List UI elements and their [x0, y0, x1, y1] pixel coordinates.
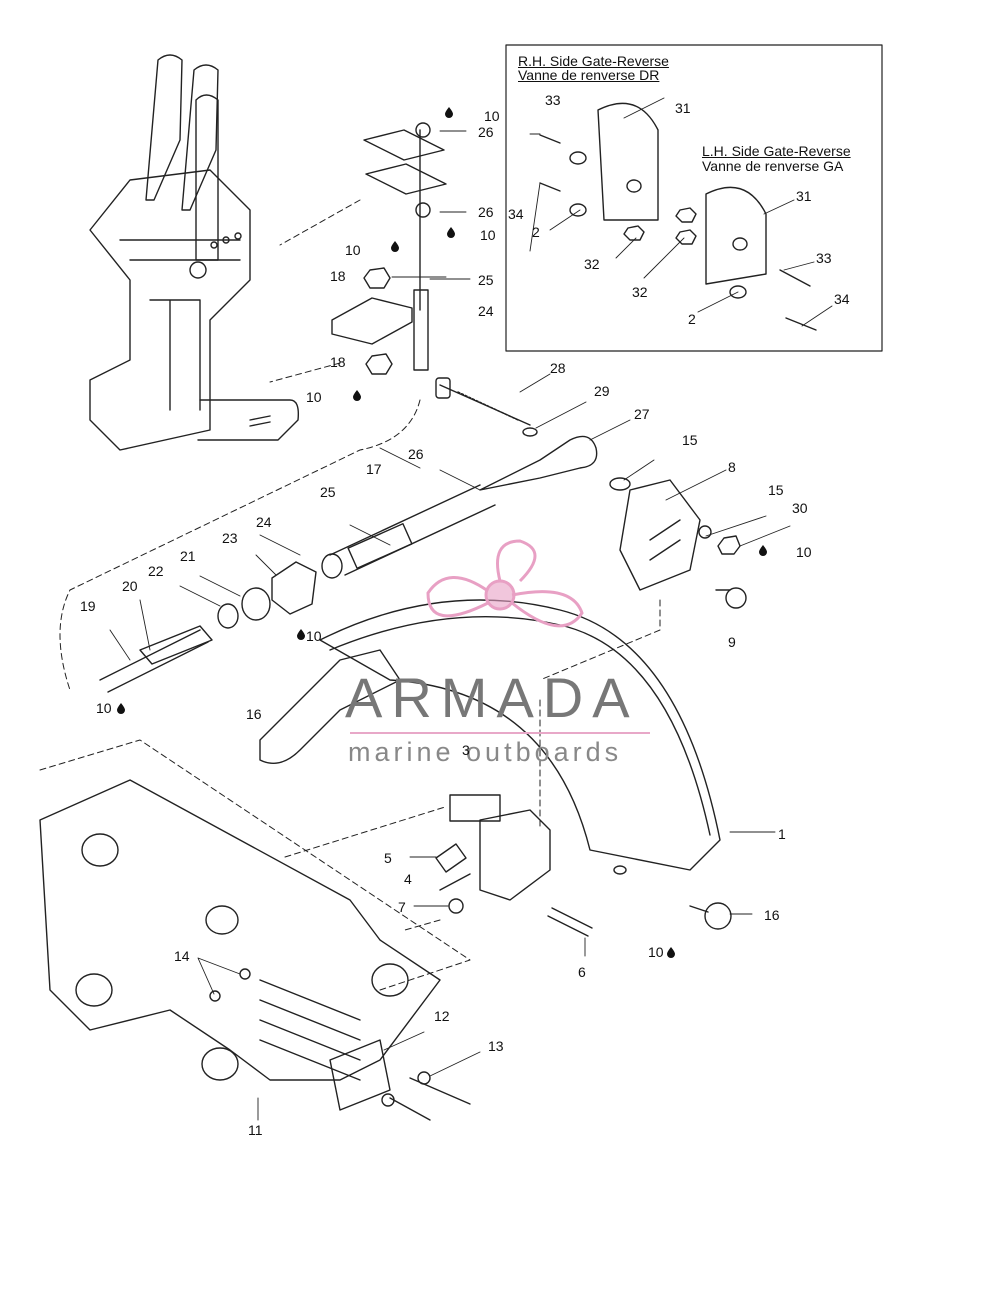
callout-23: 23 — [222, 530, 238, 546]
callout-26: 26 — [478, 124, 494, 140]
droplet-icon — [445, 107, 453, 118]
lh-title-fr: Vanne de renverse GA — [702, 158, 844, 174]
callout-3: 3 — [462, 742, 470, 758]
cable-end-fittings — [99, 553, 343, 693]
callout-8: 8 — [728, 459, 736, 475]
callout-34: 34 — [508, 206, 524, 222]
callout-27: 27 — [634, 406, 650, 422]
droplet-icon — [391, 241, 399, 252]
callout-18: 18 — [330, 354, 346, 370]
watermark-underline — [350, 732, 650, 734]
housing — [39, 779, 441, 1081]
callout-20: 20 — [122, 578, 138, 594]
droplet-icon — [297, 629, 305, 640]
callout-16: 16 — [764, 907, 780, 923]
callout-25: 25 — [478, 272, 494, 288]
callout-4: 4 — [404, 871, 412, 887]
callout-15: 15 — [682, 432, 698, 448]
callout-10: 10 — [648, 944, 664, 960]
droplet-icon — [759, 545, 767, 556]
rh-side-gate — [539, 102, 659, 241]
callout-12: 12 — [434, 1008, 450, 1024]
droplet-icon — [667, 947, 675, 958]
inset-box — [505, 44, 883, 352]
lh-title-en: L.H. Side Gate-Reverse — [702, 143, 851, 159]
rh-title-en: R.H. Side Gate-Reverse — [518, 53, 669, 69]
watermark-name: ARMADA — [345, 666, 639, 729]
small-parts — [435, 794, 732, 937]
callout-9: 9 — [728, 634, 736, 650]
callout-24: 24 — [478, 303, 494, 319]
callout-26: 26 — [478, 204, 494, 220]
callout-25: 25 — [320, 484, 336, 500]
callout-21: 21 — [180, 548, 196, 564]
droplet-icon — [353, 390, 361, 401]
callout-19: 19 — [80, 598, 96, 614]
callout-10: 10 — [484, 108, 500, 124]
callout-2: 2 — [532, 224, 540, 240]
callout-10: 10 — [306, 628, 322, 644]
callout-34: 34 — [834, 291, 850, 307]
lh-side-gate — [675, 186, 817, 331]
callout-2: 2 — [688, 311, 696, 327]
callout-18: 18 — [330, 268, 346, 284]
callout-31: 31 — [675, 100, 691, 116]
callout-28: 28 — [550, 360, 566, 376]
callout-13: 13 — [488, 1038, 504, 1054]
watermark-subtitle: marine outboards — [348, 737, 623, 767]
callout-22: 22 — [148, 563, 164, 579]
plate-fasteners — [329, 1039, 471, 1121]
callout-30: 30 — [792, 500, 808, 516]
callout-10: 10 — [796, 544, 812, 560]
callout-10: 10 — [345, 242, 361, 258]
callout-11: 11 — [248, 1122, 263, 1138]
control-handle-assembly — [89, 54, 300, 451]
callout-33: 33 — [545, 92, 561, 108]
callout-24: 24 — [256, 514, 272, 530]
callout-32: 32 — [584, 256, 600, 272]
callout-31: 31 — [796, 188, 812, 204]
gate-reverse-bucket — [259, 599, 721, 901]
callout-15: 15 — [768, 482, 784, 498]
callout-1: 1 — [778, 826, 786, 842]
callout-10: 10 — [96, 700, 112, 716]
droplet-icon — [447, 227, 455, 238]
callout-5: 5 — [384, 850, 392, 866]
cable-end-parts — [331, 122, 447, 375]
callout-16: 16 — [246, 706, 262, 722]
bracket — [619, 479, 747, 609]
callout-26: 26 — [408, 446, 424, 462]
callout-33: 33 — [816, 250, 832, 266]
cable-rod-assembly — [329, 377, 631, 576]
callout-10: 10 — [306, 389, 322, 405]
callout-7: 7 — [398, 899, 406, 915]
callout-17: 17 — [366, 461, 382, 477]
droplet-icon — [117, 703, 125, 714]
rh-title-fr: Vanne de renverse DR — [518, 67, 660, 83]
callout-32: 32 — [632, 284, 648, 300]
callout-29: 29 — [594, 383, 610, 399]
callout-6: 6 — [578, 964, 586, 980]
callout-14: 14 — [174, 948, 190, 964]
callout-10: 10 — [480, 227, 496, 243]
watermark-logo — [426, 539, 584, 628]
